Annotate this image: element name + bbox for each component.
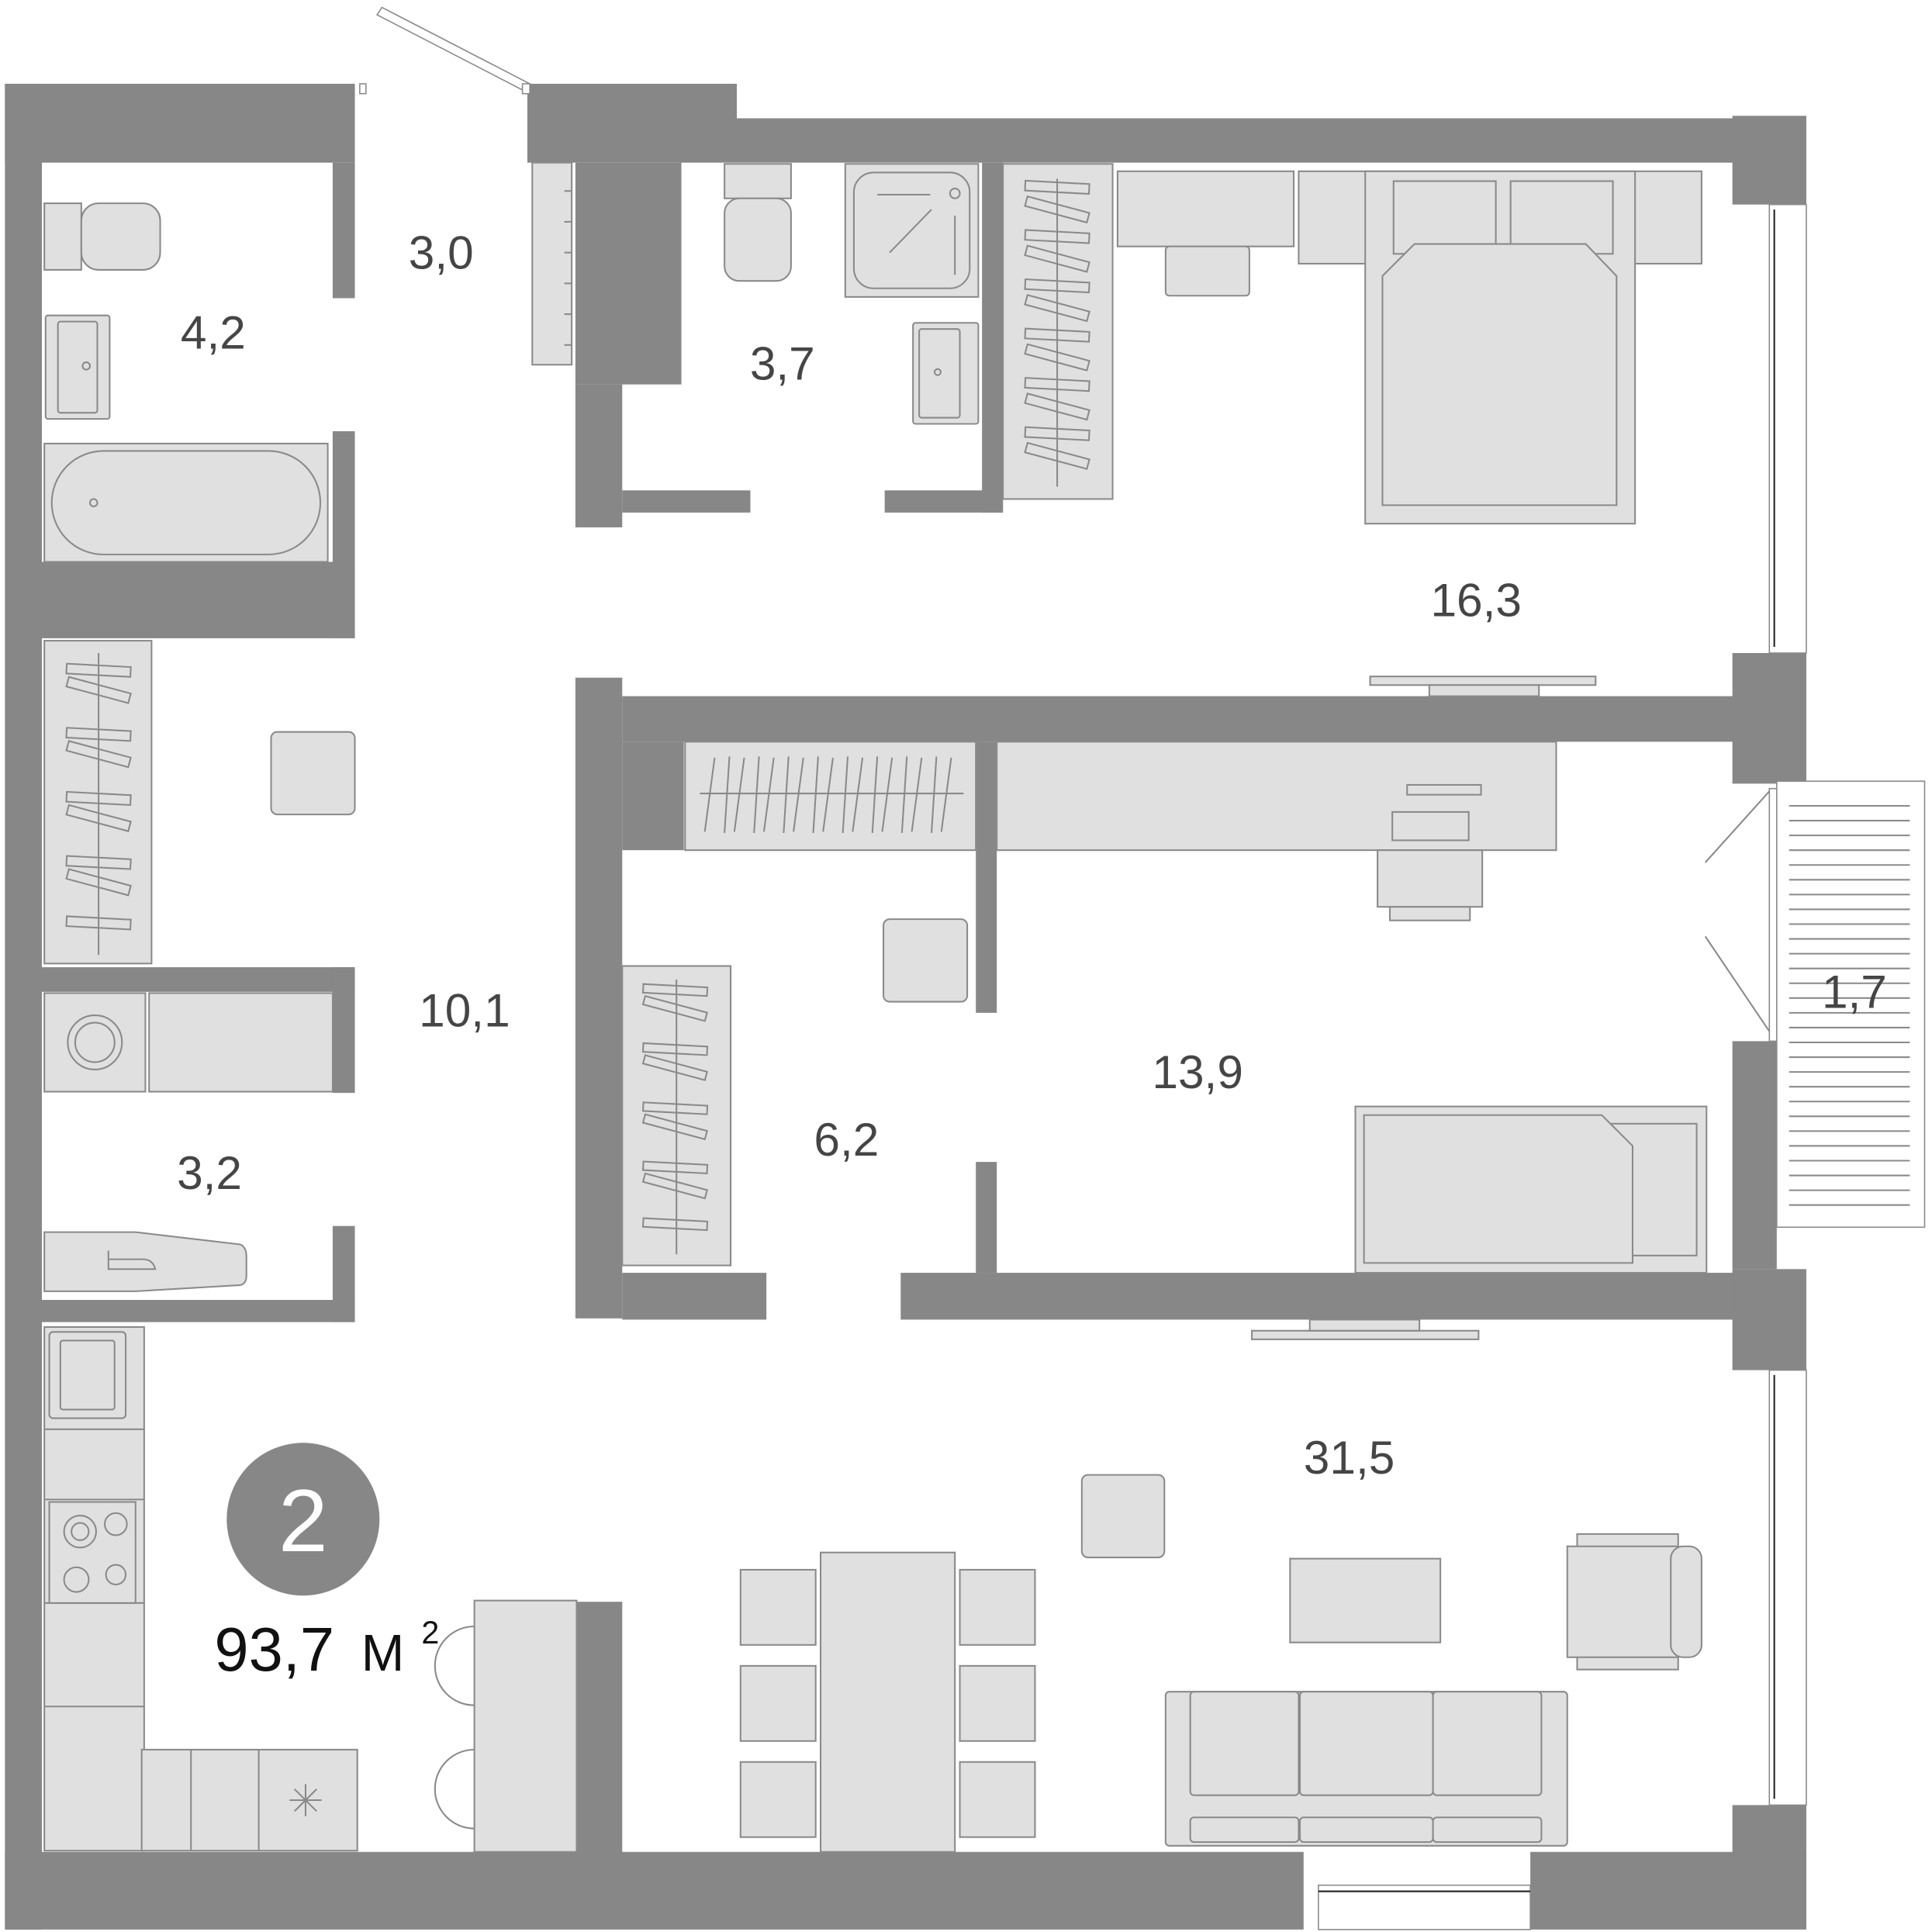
area-label-living-kitchen: 31,5 xyxy=(1304,1431,1395,1484)
walls xyxy=(5,84,1806,1930)
total-area-sup: 2 xyxy=(421,1615,439,1650)
total-area: 93,7 М 2 xyxy=(214,1615,439,1684)
double-bed-icon xyxy=(1298,170,1702,525)
area-label-bathroom-1: 4,2 xyxy=(181,306,246,359)
toilet-icon xyxy=(724,163,792,282)
area-label-corridor: 10,1 xyxy=(419,983,510,1036)
balcony xyxy=(1776,780,1926,1229)
kitchen-island-icon xyxy=(434,1599,578,1853)
area-label-bedroom-master: 16,3 xyxy=(1430,573,1521,626)
desk-with-computer-icon xyxy=(996,741,1557,921)
wardrobe-icon xyxy=(1002,163,1114,500)
kitchen-sink-icon xyxy=(48,1331,127,1419)
windows xyxy=(1318,203,1807,1930)
shoe-rack-icon xyxy=(531,161,573,366)
rooms-count-badge: 2 xyxy=(226,1443,380,1596)
sink-icon xyxy=(912,322,980,425)
pouf-icon xyxy=(1080,1474,1166,1559)
sink-icon xyxy=(44,314,111,420)
washing-machine-icon xyxy=(43,992,334,1093)
pouf-icon xyxy=(883,918,969,1003)
coffee-table-icon xyxy=(1289,1557,1442,1643)
balcony-door[interactable] xyxy=(1704,787,1778,1042)
svg-text:93,7 М 2: 93,7 М 2 xyxy=(214,1615,439,1684)
wardrobe-icon xyxy=(621,965,732,1267)
entrance-door[interactable] xyxy=(359,6,531,95)
single-bed-icon xyxy=(1354,1105,1708,1274)
extractor-icon xyxy=(289,1784,322,1816)
tv-icon xyxy=(1369,676,1597,697)
balcony-slats xyxy=(1789,804,1910,1206)
stove-icon xyxy=(48,1501,137,1604)
ironing-board-icon xyxy=(43,1231,247,1292)
rooms-count: 2 xyxy=(278,1471,328,1571)
area-label-wardrobe: 6,2 xyxy=(814,1113,879,1166)
area-label-bedroom-2: 13,9 xyxy=(1152,1045,1242,1098)
area-label-hall-entry: 3,0 xyxy=(409,226,474,278)
dining-table-icon xyxy=(739,1551,1036,1853)
pouf-icon xyxy=(270,731,356,816)
shower-icon xyxy=(844,163,980,298)
bathtub-icon xyxy=(43,442,329,563)
area-label-balcony: 1,7 xyxy=(1822,966,1887,1018)
wardrobe-icon xyxy=(43,640,153,965)
wardrobe-icon xyxy=(684,741,977,852)
sofa-icon xyxy=(1164,1691,1568,1847)
toilet-icon xyxy=(43,202,161,271)
total-area-value: 93,7 xyxy=(214,1615,334,1684)
desk-icon xyxy=(1116,170,1295,297)
armchair-icon xyxy=(1566,1533,1702,1671)
total-area-unit: М xyxy=(361,1625,405,1682)
area-label-laundry: 3,2 xyxy=(177,1146,242,1199)
area-label-bathroom-2: 3,7 xyxy=(750,337,815,389)
tv-icon xyxy=(1251,1319,1480,1340)
